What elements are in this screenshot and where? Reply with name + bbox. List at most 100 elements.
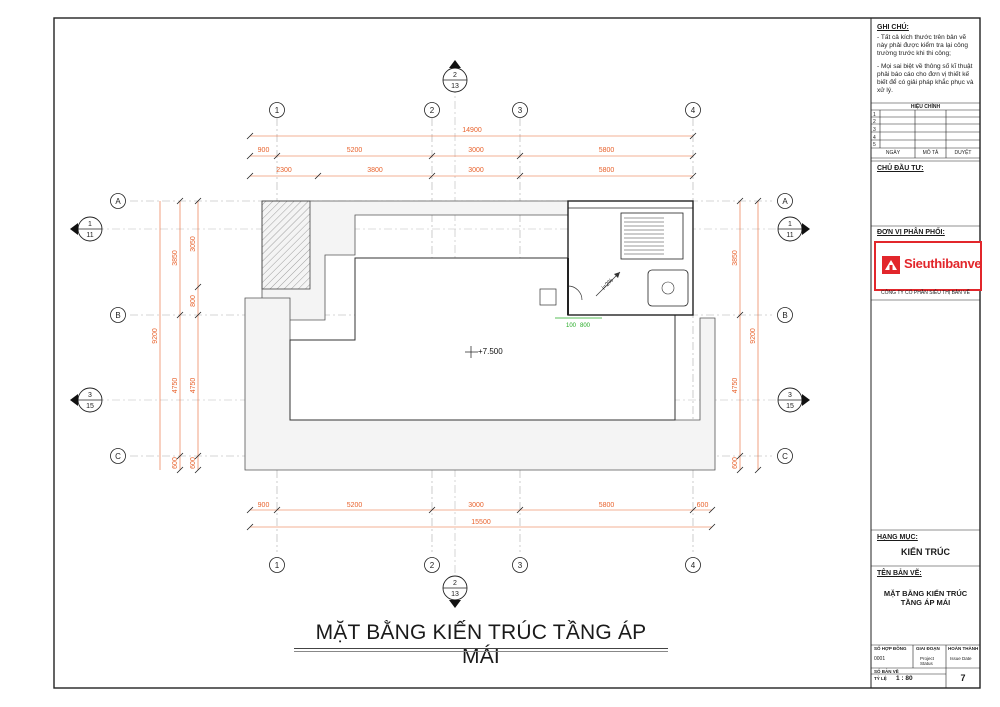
dim-top-row1: 5800 (599, 147, 615, 154)
water-tank (647, 269, 689, 307)
dim-left-inner: 3050 (190, 236, 197, 252)
grid-bubble-row-A (777, 193, 793, 209)
dim-top-row1: 3000 (468, 147, 484, 154)
logo-text: Sieuthibanve (904, 256, 982, 271)
revision-col-desc: MÔ TẢ (922, 150, 939, 156)
revision-label: HIỆU CHỈNH (910, 104, 941, 110)
grid-bubble-col-4 (685, 102, 701, 118)
revision-row-1: 1 (873, 112, 876, 118)
door-dim-1: 100 (566, 323, 577, 329)
grid-label-col-3: 3 (518, 561, 523, 570)
house-logo-icon (882, 256, 900, 274)
section-tag-top: 3 (788, 392, 792, 399)
sheet-name-label: TÊN BẢN VẼ: (877, 570, 922, 577)
contract-label: SỐ HỢP ĐỒNG (874, 646, 907, 651)
section-tag-bottom: 15 (786, 403, 794, 410)
sheet-name-line1: MẶT BẰNG KIẾN TRÚC (883, 589, 968, 598)
level-label: +7.500 (478, 347, 503, 356)
note-1: - Tất cả kích thước trên bản vẽ này phải… (877, 34, 968, 57)
section-arrow (802, 394, 810, 406)
section-arrow (70, 223, 78, 235)
distributor-logo: Sieuthibanve (874, 241, 982, 291)
grid-label-row-C: C (782, 452, 788, 461)
revision-row-4: 4 (873, 135, 876, 141)
revision-row-3: 3 (873, 127, 876, 133)
section-tag-bottom: 11 (86, 232, 93, 239)
door-dim-2: 800 (580, 323, 591, 329)
section-arrow (449, 60, 461, 68)
category-value: KIẾN TRÚC (901, 547, 950, 557)
sheet-no-value: 7 (960, 673, 966, 683)
dim-top-row1: 900 (258, 147, 270, 154)
grid-bubble-col-2 (424, 102, 440, 118)
sheet-name-line2: TẦNG ÁP MÁI (900, 598, 951, 607)
revision-col-date: NGÀY (885, 150, 901, 156)
dimension-lines (159, 135, 759, 528)
revision-col-approve: DUYỆT (954, 150, 972, 156)
section-arrow (70, 394, 78, 406)
grid-bubble-col-3 (512, 557, 528, 573)
grid-bubble-col-2 (424, 557, 440, 573)
grid-bubble-col-1 (269, 557, 285, 573)
grid-label-row-B: B (782, 311, 787, 320)
roof-plan (244, 200, 716, 471)
distributor-label: ĐƠN VỊ PHÂN PHỐI: (877, 229, 945, 236)
grid-bubble-row-B (110, 307, 126, 323)
dim-top-row2: 2300 (276, 167, 292, 174)
section-tag-top: 1 (788, 221, 792, 228)
grid-label-row-A: A (782, 197, 788, 206)
grid-bubble-row-A (110, 193, 126, 209)
dim-bottom-row1: 5200 (347, 502, 363, 509)
dim-bottom-row1: 900 (258, 502, 270, 509)
grid-label-row-B: B (115, 311, 120, 320)
dim-top-row1: 5200 (347, 147, 363, 154)
grid-bubble-col-4 (685, 557, 701, 573)
dim-right-outer: 4750 (732, 378, 739, 394)
phase-value-2: Status (920, 661, 933, 666)
phase-value-1: Project (920, 656, 935, 661)
section-arrow (449, 600, 461, 608)
dim-right-overall: 9200 (750, 328, 757, 344)
section-tag-bottom: 13 (451, 83, 459, 90)
dim-left-overall: 9200 (152, 328, 159, 344)
contract-value: 0001 (874, 656, 886, 662)
revision-row-5: 5 (873, 142, 876, 148)
section-tag-top: 3 (88, 392, 92, 399)
section-arrow (802, 223, 810, 235)
dim-top-row2: 3000 (468, 167, 484, 174)
grid-bubble-col-1 (269, 102, 285, 118)
section-tag-bottom: 11 (786, 232, 793, 239)
phase-label: GIAI ĐOẠN (916, 646, 940, 651)
category-label: HẠNG MỤC: (877, 534, 918, 541)
title-underline-thin (294, 651, 668, 652)
scale-value: 1 : 80 (896, 675, 913, 682)
title-underline (294, 648, 668, 649)
dim-right-outer: 600 (732, 457, 739, 469)
company-name: CÔNG TY CỔ PHẦN SIÊU THỊ BẢN VẼ (881, 290, 970, 296)
dim-left-outer: 600 (172, 457, 179, 469)
dim-left-inner: 4750 (190, 378, 197, 394)
grid-label-col-2: 2 (430, 106, 435, 115)
grid-label-row-C: C (115, 452, 121, 461)
dim-bottom-row1: 600 (697, 502, 709, 509)
dim-bottom-overall: 15500 (471, 519, 491, 526)
dim-bottom-row1: 5800 (599, 502, 615, 509)
section-tag-top: 1 (88, 221, 92, 228)
grid-label-col-3: 3 (518, 106, 523, 115)
dim-left-inner: 800 (190, 295, 197, 307)
grid-label-col-1: 1 (275, 561, 280, 570)
drawing-title: MẶT BẰNG KIẾN TRÚC TẦNG ÁP MÁI (315, 621, 647, 668)
dim-right-outer: 3850 (732, 250, 739, 266)
grid-bubble-row-C (110, 448, 126, 464)
section-tag-bottom: 13 (451, 591, 459, 598)
tile-band-bottom (244, 297, 716, 471)
stair-hatch (261, 200, 311, 290)
dim-top-row2: 5800 (599, 167, 615, 174)
grid-label-col-1: 1 (275, 106, 280, 115)
revision-row-2: 2 (873, 119, 876, 125)
dim-top-overall: 14900 (462, 127, 482, 134)
grid-label-col-4: 4 (691, 106, 696, 115)
note-2: - Mọi sai biệt về thông số kĩ thuật phải… (877, 63, 974, 94)
